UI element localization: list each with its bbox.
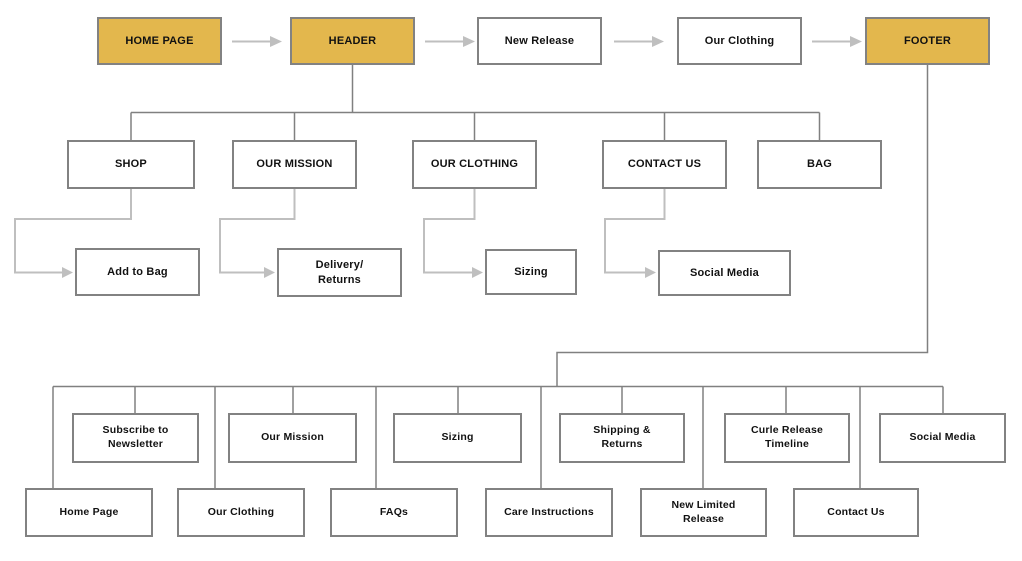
node-contact-us-footer: Contact Us [793, 488, 919, 537]
arrow-right-icon [812, 36, 862, 47]
arrow-right-icon [232, 36, 282, 47]
node-sizing-footer: Sizing [393, 413, 522, 463]
node-shop: SHOP [67, 140, 195, 189]
arrow-right-icon [614, 36, 664, 47]
node-sizing: Sizing [485, 249, 577, 295]
node-bag: BAG [757, 140, 882, 189]
footer-tree-connectors [52, 65, 944, 488]
node-our-clothing: OUR CLOTHING [412, 140, 537, 189]
elbow-arrow-icon [604, 189, 666, 278]
node-home-page-footer: Home Page [25, 488, 153, 537]
flow-arrows [232, 36, 862, 47]
elbow-arrow-icon [219, 189, 296, 278]
node-our-clothing-footer: Our Clothing [177, 488, 305, 537]
node-new-release: New Release [477, 17, 602, 65]
arrow-right-icon [425, 36, 475, 47]
elbow-arrow-icon [14, 189, 132, 278]
node-social-media-footer: Social Media [879, 413, 1006, 463]
node-curle-release-timeline: Curle Release Timeline [724, 413, 850, 463]
node-new-limited-release: New Limited Release [640, 488, 767, 537]
elbow-arrow-icon [423, 189, 483, 278]
child-elbow-arrows [14, 189, 666, 278]
node-delivery-returns: Delivery/ Returns [277, 248, 402, 297]
node-our-mission: OUR MISSION [232, 140, 357, 189]
node-faqs: FAQs [330, 488, 458, 537]
node-home-page: HOME PAGE [97, 17, 222, 65]
node-care-instructions: Care Instructions [485, 488, 613, 537]
node-shipping-returns: Shipping & Returns [559, 413, 685, 463]
node-social-media: Social Media [658, 250, 791, 296]
node-our-mission-footer: Our Mission [228, 413, 357, 463]
node-add-to-bag: Add to Bag [75, 248, 200, 296]
node-contact-us: CONTACT US [602, 140, 727, 189]
node-footer: FOOTER [865, 17, 990, 65]
node-header: HEADER [290, 17, 415, 65]
node-subscribe-newsletter: Subscribe to Newsletter [72, 413, 199, 463]
header-tree-connectors [130, 65, 821, 140]
node-our-clothing-flow: Our Clothing [677, 17, 802, 65]
